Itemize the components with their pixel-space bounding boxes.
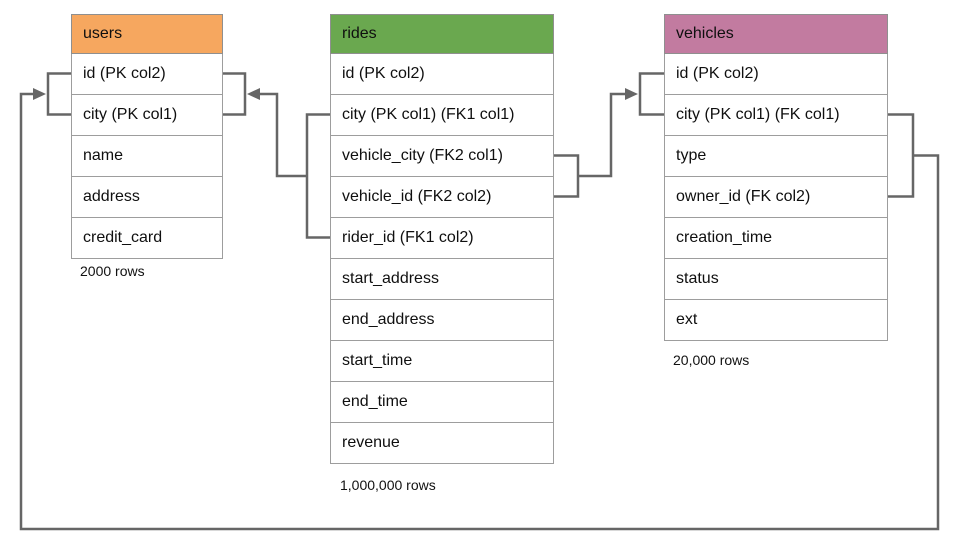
table-vehicles-column-row: city (PK col1) (FK col1) xyxy=(664,95,888,136)
rides-row-count: 1,000,000 rows xyxy=(340,477,436,493)
table-rides-column-row: city (PK col1) (FK1 col1) xyxy=(330,95,554,136)
column-label: credit_card xyxy=(83,229,163,246)
fk-vehicles-right-bracket xyxy=(888,113,915,198)
column-label: end_address xyxy=(342,311,435,328)
column-label: start_time xyxy=(342,352,413,369)
table-vehicles-column-row: creation_time xyxy=(664,218,888,259)
fk2-vehicles-left-bracket xyxy=(638,72,664,116)
table-rides-title: rides xyxy=(342,25,377,42)
table-vehicles-column-row: type xyxy=(664,136,888,177)
fk1-rides-to-users-connector xyxy=(223,72,330,239)
vehicles-row-count: 20,000 rows xyxy=(673,352,750,368)
fk-users-left-bracket xyxy=(46,72,71,116)
table-users-column-row: city (PK col1) xyxy=(71,95,223,136)
column-label: type xyxy=(676,147,707,164)
table-vehicles-column-row: status xyxy=(664,259,888,300)
table-users-column-row: credit_card xyxy=(71,218,223,259)
fk1-arrowhead xyxy=(247,88,260,100)
table-rides-header: rides xyxy=(330,14,554,54)
table-rides-column-row: end_time xyxy=(330,382,554,423)
column-label: vehicle_id (FK2 col2) xyxy=(342,188,492,205)
table-rides-column-row: start_time xyxy=(330,341,554,382)
table-rides-column-row: vehicle_id (FK2 col2) xyxy=(330,177,554,218)
fk1-connector-line xyxy=(259,92,307,178)
users-row-count: 2000 rows xyxy=(80,263,145,279)
table-users-header: users xyxy=(71,14,223,54)
table-users-column-row: address xyxy=(71,177,223,218)
column-label: vehicle_city (FK2 col1) xyxy=(342,147,503,164)
column-label: id (PK col2) xyxy=(342,65,425,82)
fk1-rides-left-bracket xyxy=(305,113,330,239)
table-rides-column-row: id (PK col2) xyxy=(330,54,554,95)
column-label: owner_id (FK col2) xyxy=(676,188,811,205)
table-vehicles-column-row: owner_id (FK col2) xyxy=(664,177,888,218)
table-users-title: users xyxy=(83,25,123,42)
column-label: end_time xyxy=(342,393,408,410)
fk-arrowhead xyxy=(33,88,46,100)
fk2-arrowhead xyxy=(625,88,638,100)
table-rides-column-row: start_address xyxy=(330,259,554,300)
column-label: start_address xyxy=(342,270,439,287)
fk2-rides-right-bracket xyxy=(553,154,580,198)
table-users: users id (PK col2) city (PK col1) name a… xyxy=(71,14,223,259)
table-vehicles-title: vehicles xyxy=(676,25,734,42)
column-label: creation_time xyxy=(676,229,773,246)
column-label: id (PK col2) xyxy=(676,65,759,82)
table-rides-column-row: end_address xyxy=(330,300,554,341)
fk1-users-right-bracket xyxy=(223,72,247,116)
column-label: revenue xyxy=(342,434,400,451)
table-rides-column-row: rider_id (FK1 col2) xyxy=(330,218,554,259)
column-label: city (PK col1) xyxy=(83,106,178,123)
fk2-rides-to-vehicles-connector xyxy=(553,72,664,198)
column-label: status xyxy=(676,270,719,287)
table-vehicles-column-row: ext xyxy=(664,300,888,341)
table-rides-column-row: revenue xyxy=(330,423,554,464)
column-label: city (PK col1) (FK1 col1) xyxy=(342,106,515,123)
column-label: rider_id (FK1 col2) xyxy=(342,229,474,246)
table-rides: rides id (PK col2) city (PK col1) (FK1 c… xyxy=(330,14,554,464)
table-users-column-row: name xyxy=(71,136,223,177)
column-label: ext xyxy=(676,311,698,328)
table-vehicles-header: vehicles xyxy=(664,14,888,54)
fk2-connector-line xyxy=(578,92,626,178)
column-label: name xyxy=(83,147,124,164)
column-label: address xyxy=(83,188,140,205)
column-label: city (PK col1) (FK col1) xyxy=(676,106,840,123)
column-label: id (PK col2) xyxy=(83,65,166,82)
table-vehicles-column-row: id (PK col2) xyxy=(664,54,888,95)
table-vehicles: vehicles id (PK col2) city (PK col1) (FK… xyxy=(664,14,888,341)
table-users-column-row: id (PK col2) xyxy=(71,54,223,95)
table-rides-column-row: vehicle_city (FK2 col1) xyxy=(330,136,554,177)
